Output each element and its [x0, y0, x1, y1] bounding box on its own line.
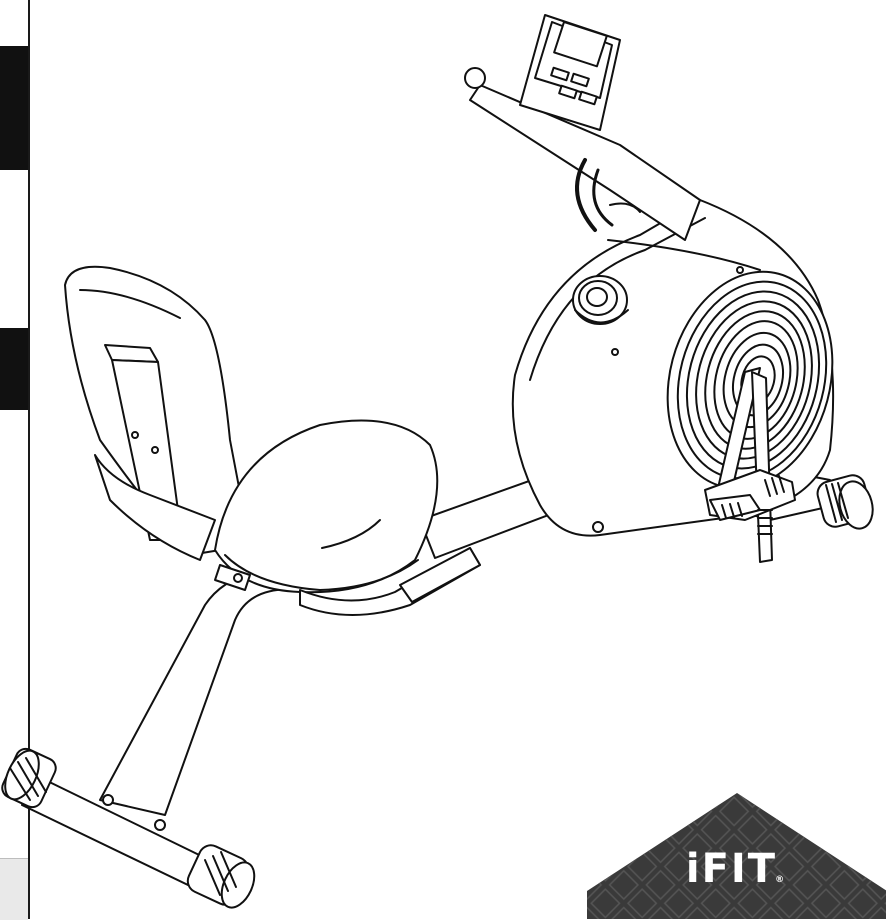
rear-upright-tube [99, 567, 321, 831]
ifit-logo-badge: iFIT® [587, 793, 886, 919]
page-edge-line [28, 0, 30, 919]
seat-mount [94, 454, 251, 591]
console-display [519, 14, 621, 131]
seat-backrest [64, 265, 251, 556]
seat-cushion [214, 419, 439, 594]
seat-handle [299, 547, 481, 616]
section-tab-3 [0, 858, 28, 920]
crank-and-pedals [704, 367, 796, 563]
rear-stabilizer [1, 747, 256, 909]
ifit-logo-text: iFIT® [685, 846, 787, 892]
section-tab-2 [0, 328, 28, 410]
resistance-knob [572, 275, 629, 325]
console-mast [464, 67, 701, 241]
registered-mark: ® [775, 875, 787, 885]
section-tab-1 [0, 46, 28, 170]
